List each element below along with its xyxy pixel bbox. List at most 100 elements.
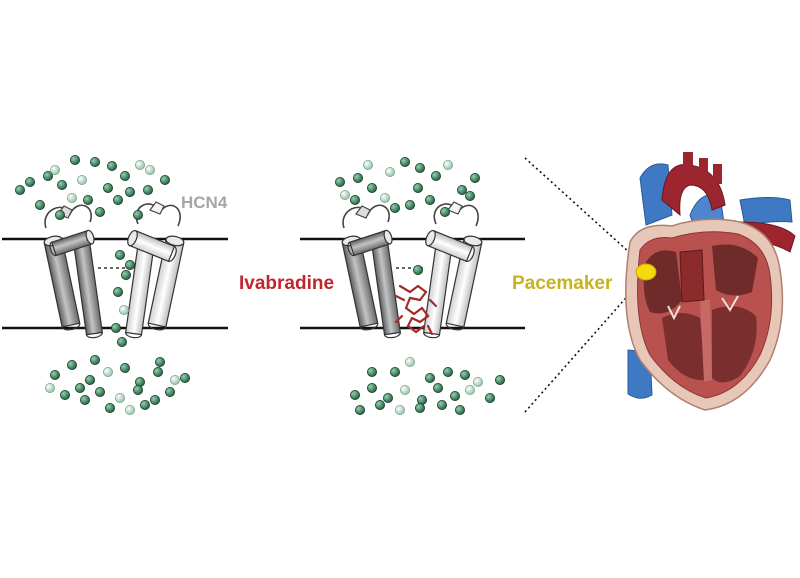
drug-bond: [426, 324, 434, 336]
right-top-ion: [424, 194, 435, 205]
hcn4-label: HCN4: [181, 193, 228, 212]
left-top-ion: [24, 176, 35, 187]
left-top-ion: [120, 170, 131, 181]
right-channel-helix-2-bottom: [383, 332, 401, 339]
right-bottom-ion: [366, 382, 377, 393]
drug-bond: [418, 290, 428, 302]
left-pore-ion: [119, 304, 130, 315]
left-bottom-ion: [152, 366, 163, 377]
left-top-ion: [70, 154, 81, 165]
left-bottom-ion: [50, 369, 61, 380]
left-bottom-ion: [85, 374, 96, 385]
right-top-ion: [379, 192, 390, 203]
left-bottom-ion: [103, 366, 114, 377]
left-top-ion: [35, 199, 46, 210]
right-bottom-ion: [494, 374, 505, 385]
pacemaker-label: Pacemaker: [512, 273, 613, 294]
left-pore-ion: [117, 336, 128, 347]
left-bottom-ion: [120, 362, 131, 373]
right-top-ion: [430, 170, 441, 181]
left-bottom-ion: [75, 382, 86, 393]
left-channel-pore-helix-left-bottom: [49, 241, 57, 257]
drug-bond: [404, 306, 416, 316]
right-bottom-ion: [464, 384, 475, 395]
left-top-ion: [142, 184, 153, 195]
right-channel-helix-4-top: [463, 235, 483, 247]
left-bottom-ion: [164, 386, 175, 397]
drug-bond: [410, 316, 422, 324]
right-channel-helix-1-bottom: [359, 323, 379, 331]
right-bottom-ion: [436, 399, 447, 410]
left-channel-helix-1-bottom: [61, 323, 81, 331]
zoom-lines: [524, 157, 641, 413]
aortic-branch-3: [713, 164, 722, 184]
right-channel-pore-helix-right: [425, 229, 475, 263]
drug-bond: [408, 284, 420, 294]
left-bottom-ion: [132, 384, 143, 395]
right-bottom-ion: [354, 404, 365, 415]
left-channel-helix-4-top: [165, 235, 185, 247]
right-bottom-ion: [404, 356, 415, 367]
right-bottom-ion: [432, 382, 443, 393]
drug-bond: [408, 296, 422, 302]
right-channel-pore-helix-right-top: [425, 229, 436, 247]
drug-bond: [420, 306, 430, 318]
left-channel-turn-right: [149, 201, 165, 215]
right-top-ion: [442, 159, 453, 170]
left-channel-pore-helix-left-top: [85, 229, 95, 245]
mitral-valve: [721, 295, 739, 312]
right-bottom-ion: [414, 402, 425, 413]
right-top-ion: [412, 182, 423, 193]
right-top-ion: [469, 172, 480, 183]
right-atrium: [643, 250, 682, 314]
heart-cross-section-icon: [625, 152, 796, 411]
left-bottom-ion: [179, 372, 190, 383]
right-bottom-ion: [424, 372, 435, 383]
left-top-ion: [55, 209, 66, 220]
right-channel-pore-helix-left: [347, 229, 393, 257]
left-channel-helix-4-bottom: [147, 323, 167, 331]
left-top-ion: [67, 192, 78, 203]
left-bottom-ion: [67, 359, 78, 370]
left-bottom-ion: [60, 389, 71, 400]
right-top-ion: [352, 172, 363, 183]
zoom-line-top: [524, 157, 641, 263]
right-bottom-ion: [366, 366, 377, 377]
right-top-ion: [366, 182, 377, 193]
tricuspid-valve: [667, 305, 681, 321]
right-top-ion: [404, 199, 415, 210]
left-channel-pore-helix-right-top: [127, 229, 138, 247]
right-top-ion: [389, 202, 400, 213]
drug-bond: [412, 306, 424, 316]
left-channel-pore-helix-right: [127, 229, 177, 263]
right-top-ion: [362, 159, 373, 170]
left-bottom-ion: [149, 394, 160, 405]
right-channel-pore-helix-left-top: [383, 229, 393, 245]
aortic-root: [679, 249, 705, 303]
right-ventricle: [662, 313, 706, 381]
left-top-ion: [50, 164, 61, 175]
left-bottom-ion: [115, 392, 126, 403]
right-channel-helix-4-bottom: [445, 323, 465, 331]
left-top-ion: [132, 209, 143, 220]
left-bottom-ion: [169, 374, 180, 385]
ivabradine-label: Ivabradine: [239, 273, 335, 294]
left-pore-ion: [113, 286, 124, 297]
left-bottom-ion: [154, 356, 165, 367]
left-bottom-ion: [45, 382, 56, 393]
right-channel-pore-helix-right-bottom: [466, 245, 475, 263]
right-bottom-ion: [389, 366, 400, 377]
hcn4-channel-icon: [43, 201, 185, 339]
left-top-ion: [113, 194, 124, 205]
ion-particles: [14, 154, 505, 415]
drug-bond: [406, 316, 414, 328]
right-top-ion: [339, 189, 350, 200]
left-top-ion: [125, 186, 136, 197]
pacemaker-node: [635, 263, 657, 281]
left-channel-pore-helix-right-bottom: [168, 245, 177, 263]
left-channel-helix-3-bottom: [125, 332, 143, 339]
drug-bond: [406, 324, 418, 334]
right-pore-ion: [412, 264, 423, 275]
left-top-ion: [107, 160, 118, 171]
drug-bond: [404, 296, 412, 310]
